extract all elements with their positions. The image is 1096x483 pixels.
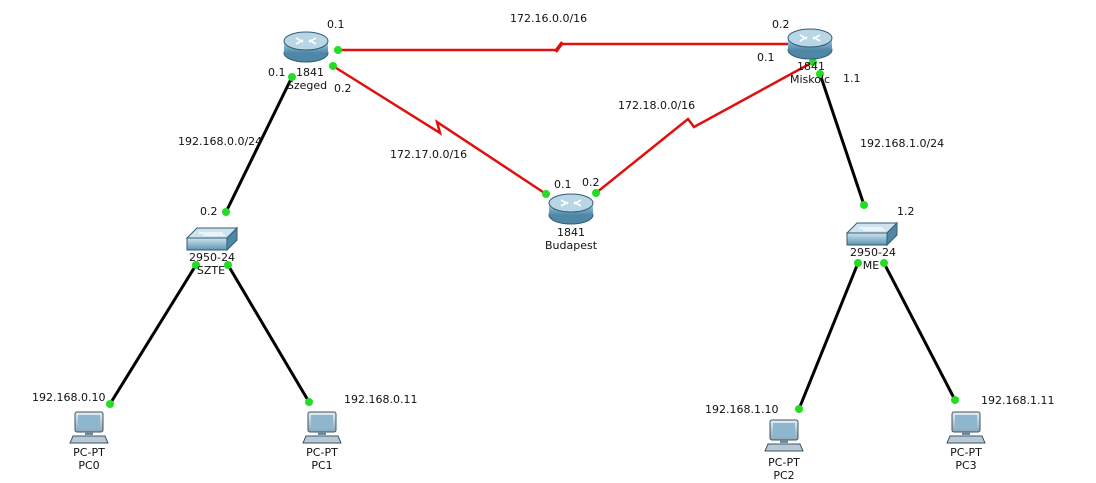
device-name-label: Budapest	[545, 239, 598, 252]
link-up-indicator	[329, 62, 337, 70]
network-label-172-17: 172.17.0.0/16	[390, 148, 467, 161]
link-up-indicator	[951, 396, 959, 404]
link-up-indicator	[880, 259, 888, 267]
device-model-label: PC-PT	[950, 446, 982, 459]
pc-ip-label: 192.168.0.11	[344, 393, 417, 406]
ethernet-link-me-pc3[interactable]	[882, 262, 957, 401]
pc-icon	[946, 411, 986, 444]
device-name-label: ME	[863, 259, 879, 272]
link-up-indicator	[542, 190, 550, 198]
interface-label: 0.2	[334, 82, 352, 95]
pc-icon	[69, 411, 109, 444]
switch-icon	[845, 221, 899, 247]
interface-label: 0.1	[554, 178, 572, 191]
device-name-label: PC3	[955, 459, 976, 472]
router-icon	[787, 28, 833, 60]
router-szeged[interactable]	[283, 31, 329, 63]
device-name-label: Miskolc	[790, 73, 830, 86]
device-name-label: PC1	[311, 459, 332, 472]
link-up-indicator	[860, 201, 868, 209]
pc-pc0[interactable]	[69, 411, 109, 444]
interface-label: 0.1	[327, 18, 345, 31]
pc-pc2[interactable]	[764, 419, 804, 452]
interface-label: 1.1	[843, 72, 861, 85]
switch-icon	[185, 226, 239, 252]
device-model-label: 2950-24	[189, 251, 235, 264]
switch-me[interactable]	[845, 221, 899, 247]
network-label-172-16: 172.16.0.0/16	[510, 12, 587, 25]
pc-ip-label: 192.168.1.11	[981, 394, 1054, 407]
serial-link-szeged-miskolc[interactable]	[338, 41, 809, 53]
interface-label: 0.2	[772, 18, 790, 31]
device-model-label: PC-PT	[768, 456, 800, 469]
link-up-indicator	[854, 259, 862, 267]
link-up-indicator	[222, 208, 230, 216]
serial-link-miskolc-budapest[interactable]	[595, 60, 814, 194]
link-up-indicator	[592, 189, 600, 197]
interface-label: 0.2	[582, 176, 600, 189]
ethernet-link-me-pc2[interactable]	[797, 262, 860, 410]
router-icon	[548, 193, 594, 225]
interface-label: 1.2	[897, 205, 915, 218]
interface-label: 0.1	[268, 66, 286, 79]
device-model-label: PC-PT	[306, 446, 338, 459]
pc-icon	[764, 419, 804, 452]
pc-pc1[interactable]	[302, 411, 342, 444]
link-up-indicator	[809, 58, 817, 66]
link-up-indicator	[224, 261, 232, 269]
serial-link-szeged-budapest[interactable]	[332, 64, 547, 196]
device-name-label: SZTE	[197, 264, 225, 277]
ethernet-link-szeged-szte[interactable]	[224, 76, 294, 213]
network-label-lan-me: 192.168.1.0/24	[860, 137, 944, 150]
device-model-label: 1841	[557, 226, 585, 239]
link-up-indicator	[305, 398, 313, 406]
device-name-label: Szeged	[287, 79, 327, 92]
network-label-lan-szte: 192.168.0.0/24	[178, 135, 262, 148]
device-model-label: 1841	[797, 60, 825, 73]
pc-icon	[302, 411, 342, 444]
pc-ip-label: 192.168.0.10	[32, 391, 105, 404]
ethernet-link-szte-pc0[interactable]	[108, 264, 198, 405]
link-up-indicator	[334, 46, 342, 54]
link-status-indicators	[106, 40, 959, 413]
ethernet-link-miskolc-me[interactable]	[818, 73, 866, 206]
device-model-label: 1841	[296, 66, 324, 79]
link-up-indicator	[106, 400, 114, 408]
link-up-indicator	[795, 405, 803, 413]
link-up-indicator	[288, 73, 296, 81]
device-model-label: 2950-24	[850, 246, 896, 259]
interface-label: 0.2	[200, 205, 218, 218]
device-model-label: PC-PT	[73, 446, 105, 459]
device-name-label: PC0	[78, 459, 99, 472]
ethernet-link-szte-pc1[interactable]	[226, 264, 311, 403]
link-up-indicator	[192, 261, 200, 269]
network-label-172-18: 172.18.0.0/16	[618, 99, 695, 112]
router-budapest[interactable]	[548, 193, 594, 225]
pc-ip-label: 192.168.1.10	[705, 403, 778, 416]
switch-szte[interactable]	[185, 226, 239, 252]
pc-pc3[interactable]	[946, 411, 986, 444]
link-up-indicator	[816, 70, 824, 78]
router-icon	[283, 31, 329, 63]
device-name-label: PC2	[773, 469, 794, 482]
interface-label: 0.1	[757, 51, 775, 64]
router-miskolc[interactable]	[787, 28, 833, 60]
